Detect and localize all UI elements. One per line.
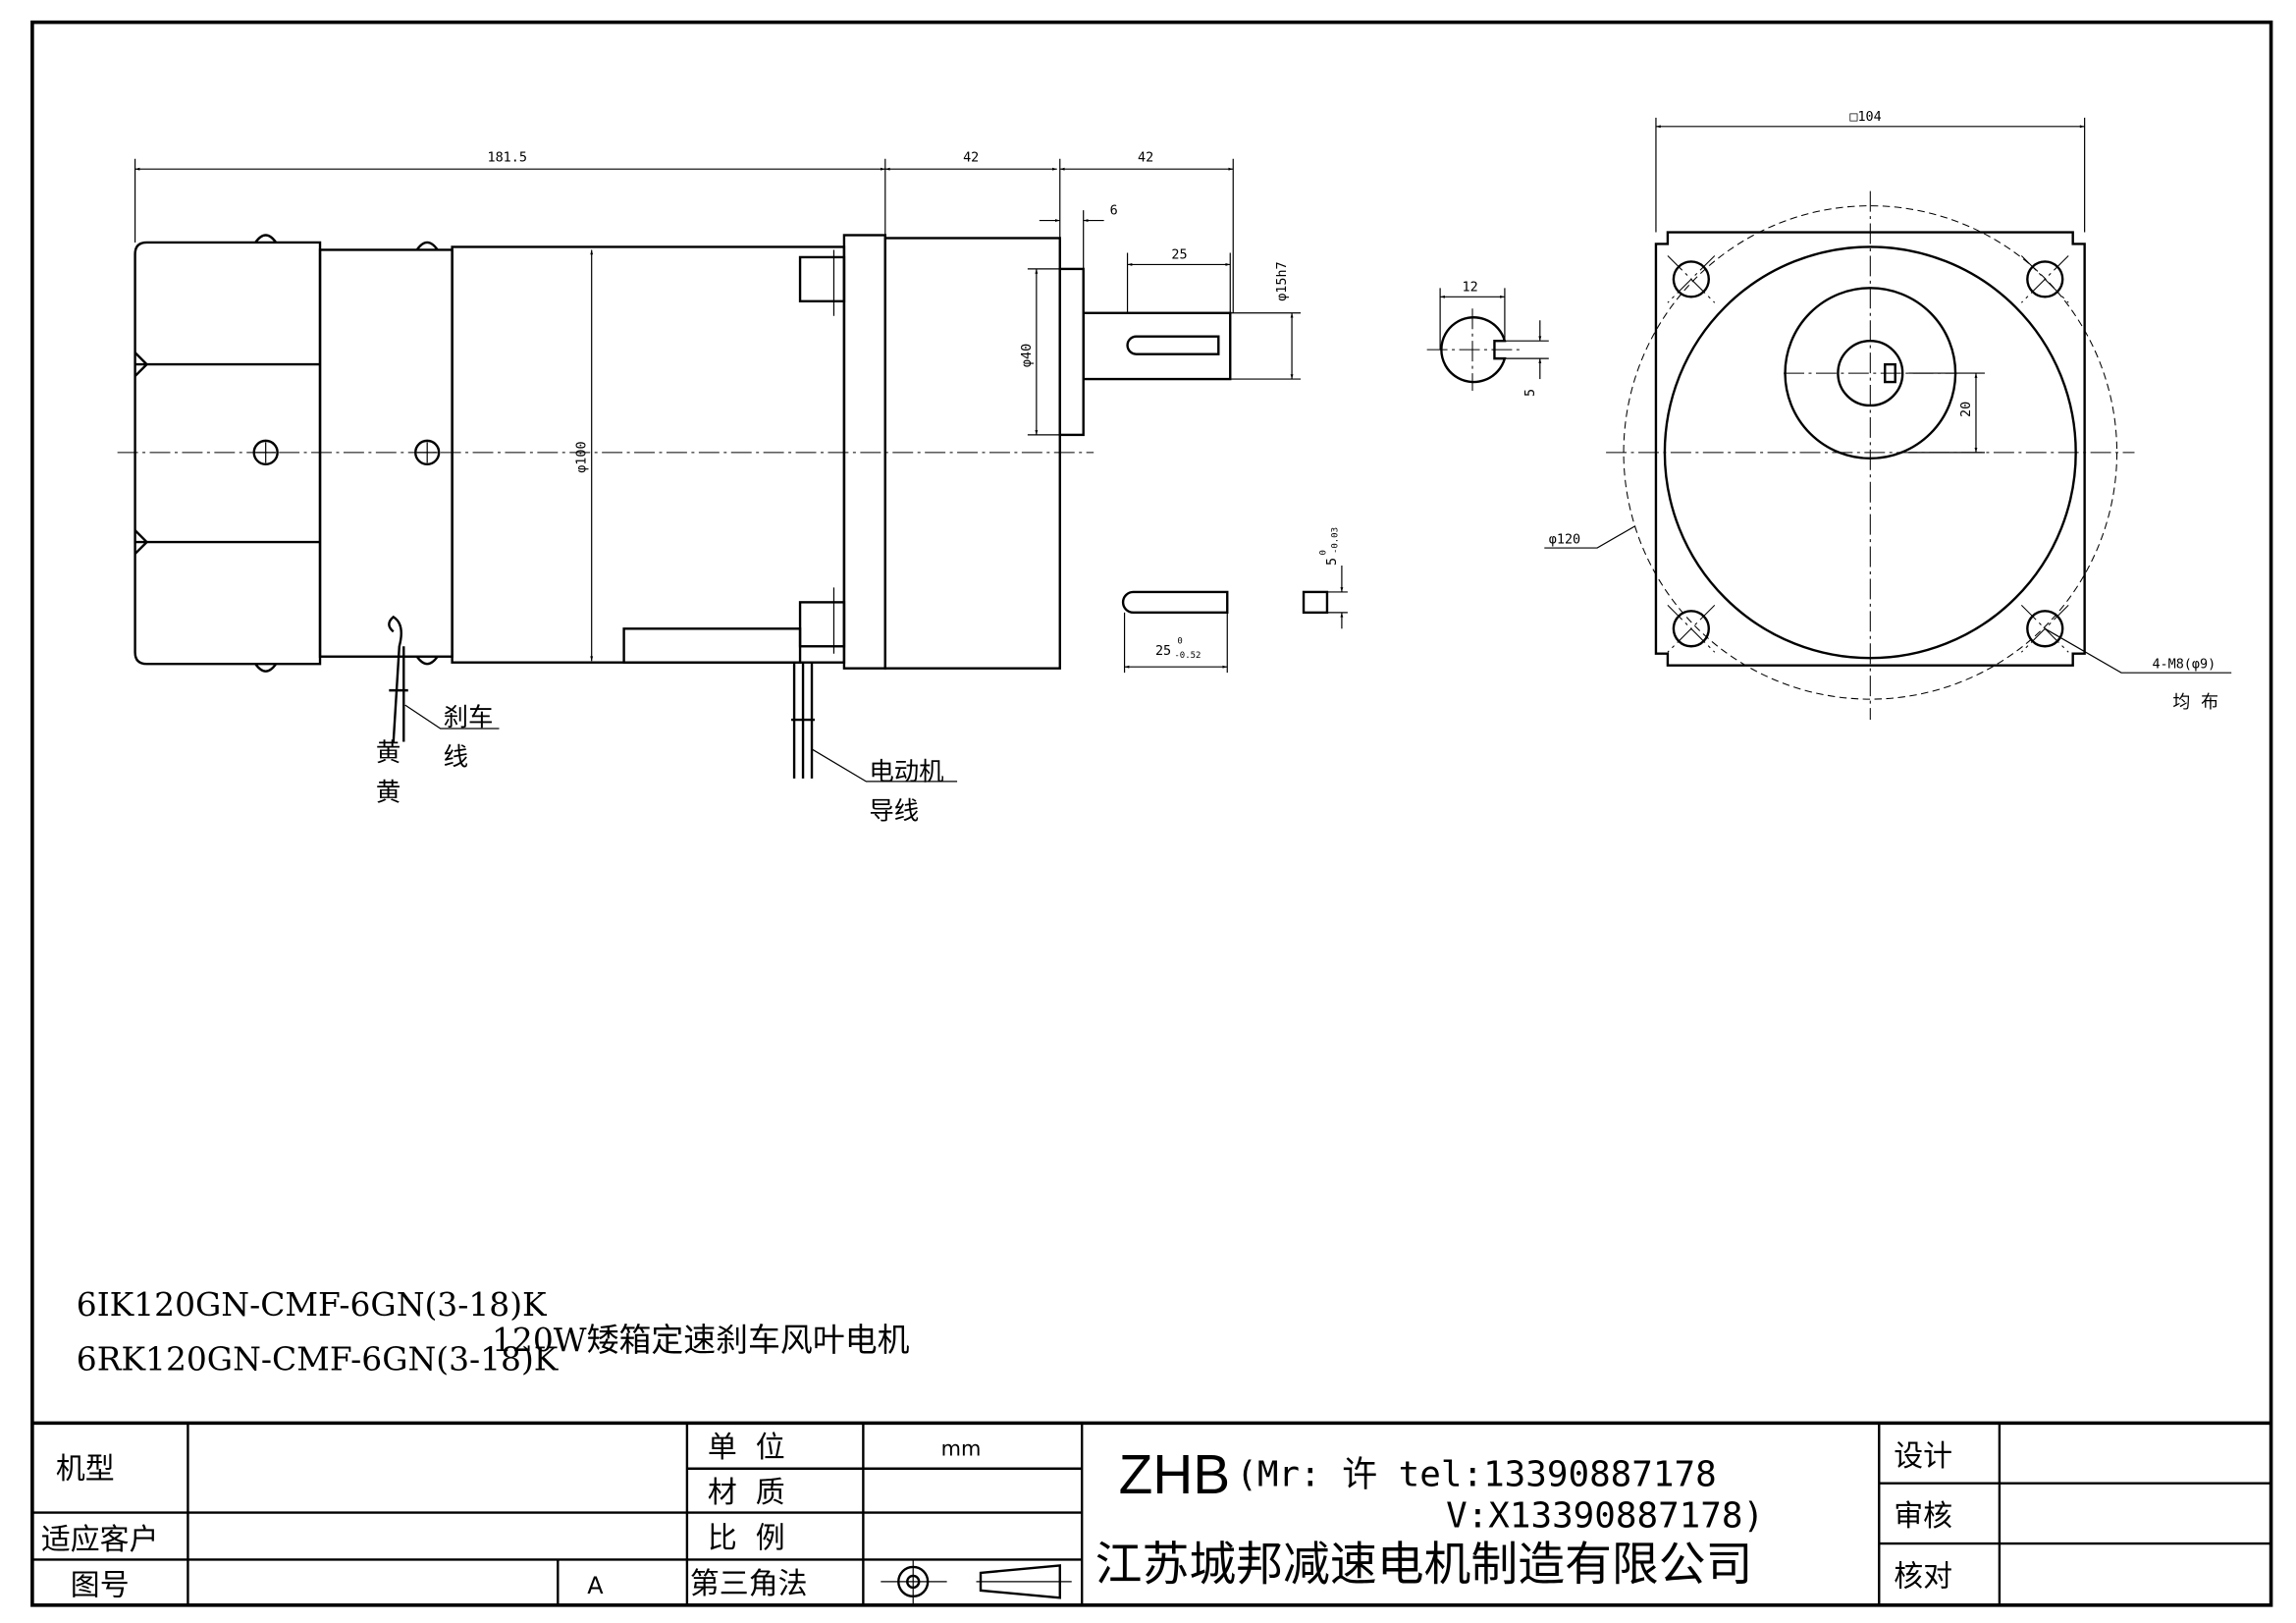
contact-line-2: V:X13390887178)	[1446, 1496, 1764, 1537]
check-label: 核对	[1894, 1559, 1952, 1594]
wire-color-label: 黄	[376, 737, 400, 767]
dim-flange-square: □104	[1849, 110, 1881, 125]
dim-key-len-tol: 25	[1155, 644, 1171, 659]
projection-label: 第三角法	[690, 1567, 808, 1601]
dim-key-width-tol-upper: 0	[1318, 550, 1328, 555]
dim-pilot-length: 6	[1110, 204, 1118, 219]
side-view-dimensions: 181.5 42 42 6 25 φ15h7 φ40 φ100	[133, 151, 1302, 662]
shaft-section: 12 5	[1426, 280, 1549, 397]
unit-value: mm	[941, 1436, 982, 1460]
customer-label: 适应客户	[41, 1523, 159, 1557]
output-shaft	[1082, 311, 1232, 381]
brake-section	[318, 248, 454, 658]
brand-logo: ZHB	[1119, 1444, 1231, 1506]
dim-shaft-length: 42	[1138, 151, 1153, 166]
dim-section-width: 12	[1463, 280, 1478, 295]
scale-label: 比 例	[708, 1522, 785, 1556]
third-angle-projection-icon	[881, 1559, 1072, 1604]
model-number-2: 6RK120GN-CMF-6GN(3-18)K	[77, 1340, 560, 1379]
drawing-no-label: 图号	[71, 1568, 130, 1602]
motor-lead-wire	[791, 662, 816, 779]
design-label: 设计	[1894, 1439, 1952, 1474]
flange-end-view: □104 20 φ120 4-M8(φ9) 均 布	[1544, 110, 2232, 721]
unit-label: 单 位	[708, 1431, 785, 1465]
dim-shaft-dia: φ15h7	[1275, 261, 1290, 300]
dim-key-len-tol-lower: -0.52	[1174, 651, 1201, 661]
revision-value: A	[587, 1572, 604, 1599]
flange	[842, 234, 886, 670]
gearbox	[883, 237, 1061, 670]
dim-key-width-tol: 5	[1325, 558, 1340, 566]
dim-holes-note: 均 布	[2172, 692, 2218, 713]
dim-key-width-tol-lower: -0.03	[1330, 527, 1340, 554]
model-number-1: 6IK120GN-CMF-6GN(3-18)K	[77, 1285, 548, 1324]
material-label: 材 质	[708, 1476, 785, 1510]
dim-pcd: φ120	[1549, 533, 1580, 548]
dim-gearbox-length: 42	[963, 151, 979, 166]
motor-side-view	[117, 234, 1232, 783]
review-label: 审核	[1894, 1499, 1952, 1534]
dim-shaft-offset: 20	[1959, 402, 1974, 417]
motor-body	[451, 245, 846, 664]
machine-type-label: 机型	[56, 1452, 115, 1487]
title-block: 机型 适应客户 图号 A 单 位 mm 材 质 比 例 第三角法 ZHB (Mr…	[31, 1421, 2271, 1605]
key-detail: 25 0 -0.52 5 0 -0.03	[1121, 527, 1348, 674]
dim-key-len-tol-upper: 0	[1177, 636, 1182, 646]
wire-color-label: 黄	[376, 777, 400, 806]
dim-key-length: 25	[1171, 247, 1187, 262]
brake-wire-label-2: 线	[444, 741, 468, 771]
company-name: 江苏城邦减速电机制造有限公司	[1095, 1538, 1753, 1592]
pilot	[1058, 267, 1085, 437]
dim-overall-length: 181.5	[488, 151, 527, 166]
dim-motor-dia: φ100	[575, 441, 590, 472]
motor-lead-label-2: 导线	[869, 796, 919, 826]
dim-holes: 4-M8(φ9)	[2152, 658, 2216, 673]
dim-section-key: 5	[1523, 389, 1538, 397]
screw-icon	[252, 439, 441, 466]
brake-wire	[388, 615, 408, 742]
dim-pilot-dia: φ40	[1020, 344, 1035, 367]
motor-lead-label: 电动机	[869, 756, 943, 785]
mounting-hole-icon	[1667, 255, 2069, 653]
product-description: 120W矮箱定速刹车风叶电机	[492, 1321, 910, 1359]
contact-line-1: (Mr: 许 tel:13390887178	[1236, 1455, 1716, 1495]
brake-wire-label: 刹车	[444, 702, 494, 731]
drawing-frame	[30, 20, 2273, 1607]
fan-cover	[133, 241, 322, 666]
